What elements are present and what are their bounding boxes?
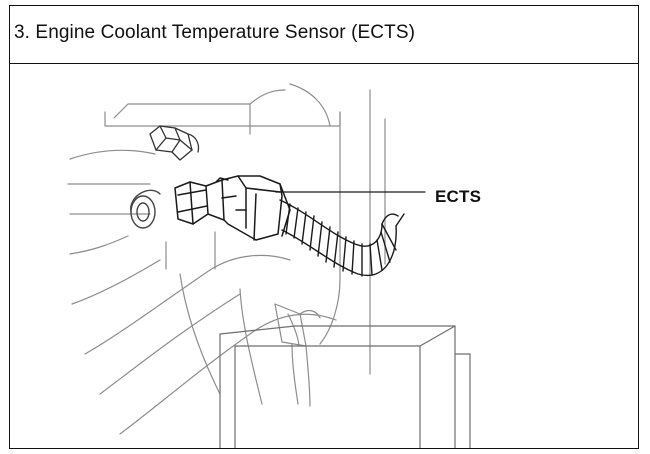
engine-illustration: ECTS	[10, 64, 638, 448]
ects-callout-label: ECTS	[435, 187, 482, 206]
engine-block-outline	[67, 83, 386, 435]
title-bar: 3. Engine Coolant Temperature Sensor (EC…	[10, 6, 638, 64]
bolt	[149, 125, 200, 161]
ects-diagram	[67, 83, 471, 448]
wiring-harness	[279, 199, 405, 277]
washer	[130, 189, 161, 229]
lower-bracket	[219, 325, 471, 448]
figure-title: 3. Engine Coolant Temperature Sensor (EC…	[14, 22, 416, 43]
ects-sensor	[174, 175, 291, 241]
figure-frame: 3. Engine Coolant Temperature Sensor (EC…	[9, 5, 639, 449]
